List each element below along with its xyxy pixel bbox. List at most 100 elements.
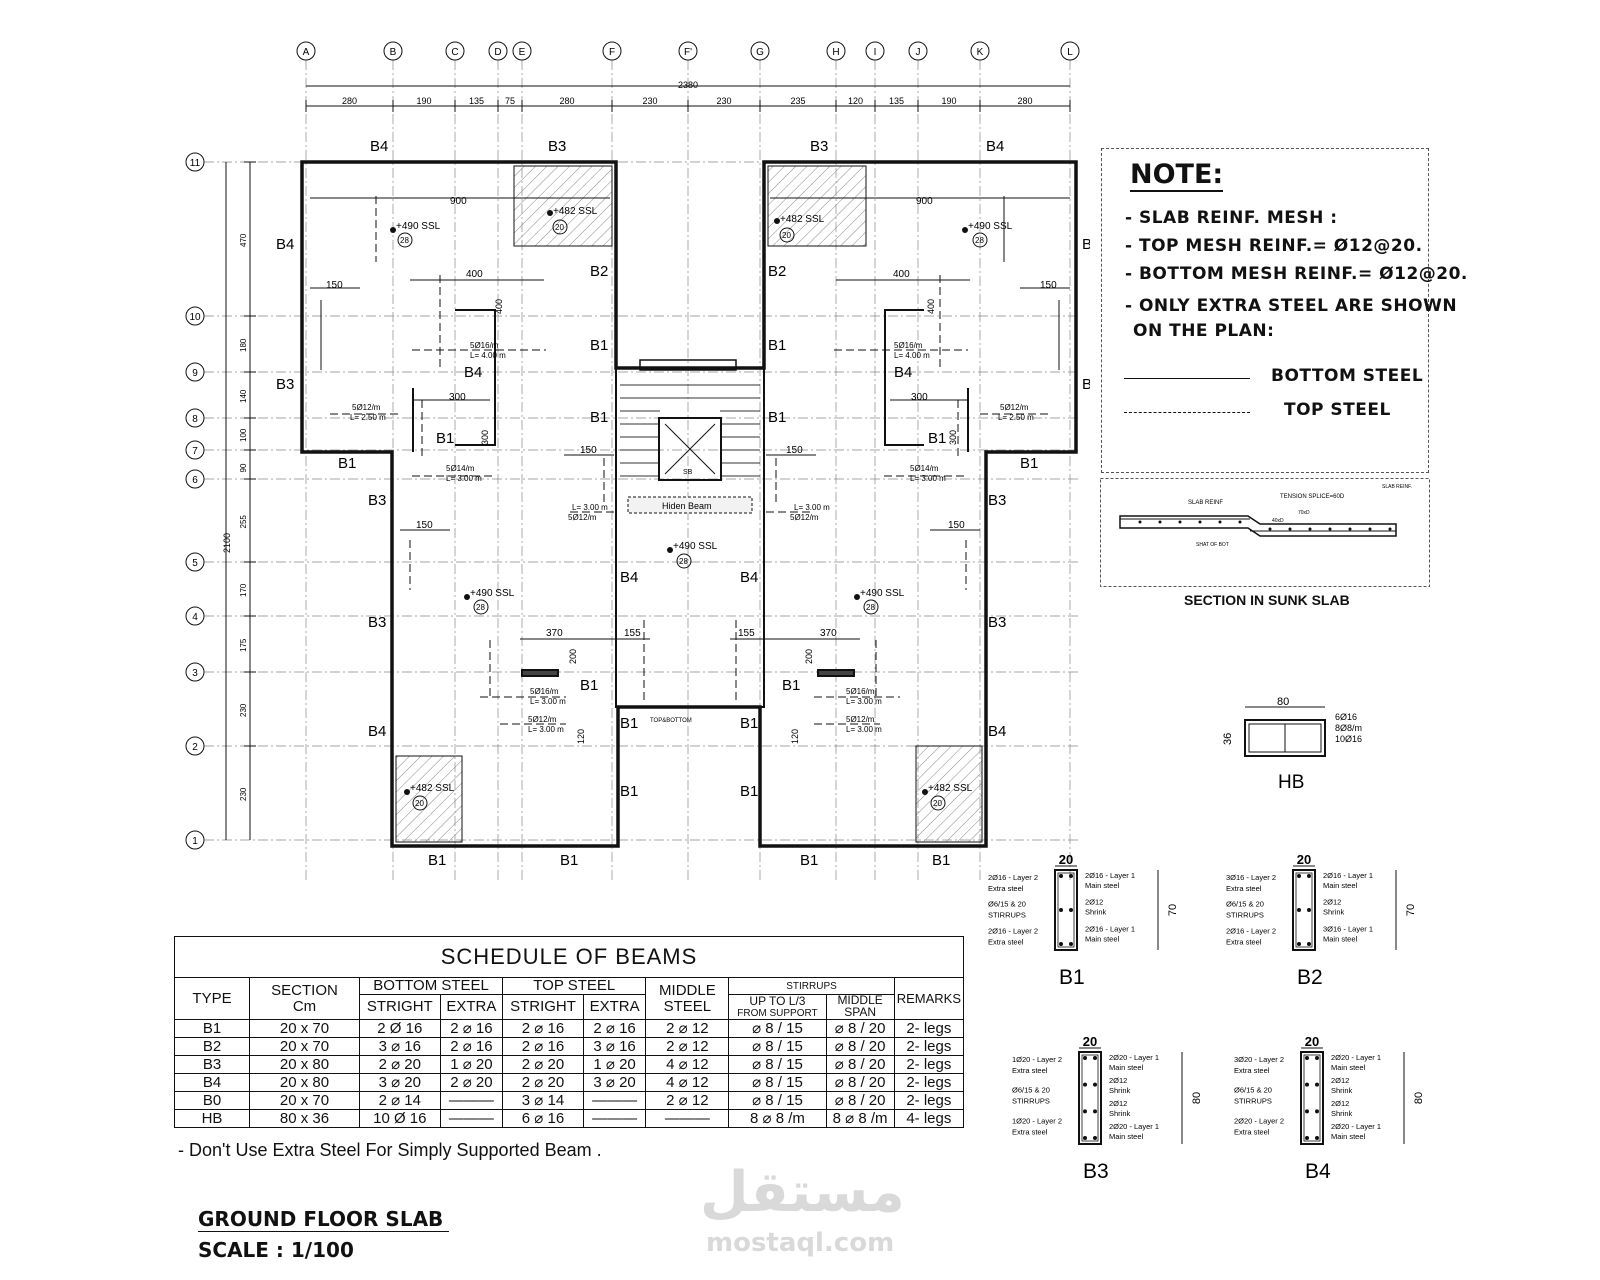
span-dimension: 280 — [1017, 96, 1032, 106]
svg-text:8Ø8/m: 8Ø8/m — [1335, 723, 1362, 733]
section-callout: 3Ø16 - Layer 1 — [1323, 924, 1373, 933]
table-cell: 2 ⌀ 20 — [502, 1055, 584, 1074]
svg-text:300: 300 — [911, 392, 928, 403]
svg-text:5: 5 — [192, 558, 198, 569]
note-box — [1101, 148, 1429, 473]
section-callout: 2Ø12 — [1331, 1099, 1349, 1108]
span-dimension: 190 — [416, 96, 431, 106]
svg-text:B3: B3 — [276, 376, 294, 393]
grid-bubble-row: 3 — [185, 662, 205, 682]
table-cell: B4 — [174, 1073, 250, 1092]
svg-text:155: 155 — [624, 628, 641, 639]
schedule-note: - Don't Use Extra Steel For Simply Suppo… — [178, 1140, 602, 1160]
section-callout: 2Ø20 - Layer 1 — [1109, 1122, 1159, 1131]
table-cell: ⌀ 8 / 15 — [728, 1091, 827, 1110]
section-callout: 2Ø20 - Layer 1 — [1331, 1053, 1381, 1062]
section-callout: 2Ø20 - Layer 1 — [1109, 1053, 1159, 1062]
svg-text:5Ø14/m: 5Ø14/m — [910, 464, 939, 473]
col-bottom-extra: EXTRA — [439, 994, 504, 1020]
section-callout: Main steel — [1323, 881, 1358, 890]
section-callout: Main steel — [1331, 1063, 1366, 1072]
svg-text:1: 1 — [192, 836, 198, 847]
span-dimension: 135 — [889, 96, 904, 106]
grid-bubble-row: 5 — [185, 552, 205, 572]
svg-text:400: 400 — [893, 269, 910, 280]
svg-text:400: 400 — [926, 299, 936, 314]
section-callout: Main steel — [1331, 1132, 1366, 1141]
svg-text:G: G — [756, 47, 764, 58]
section-callout: 2Ø20 - Layer 2 — [1234, 1116, 1284, 1125]
span-dimension: 280 — [342, 96, 357, 106]
table-cell: 3 ⌀ 20 — [582, 1073, 647, 1092]
grid-bubble-col: D — [488, 41, 508, 61]
section-width: 20 — [1083, 1034, 1097, 1049]
section-callout: Extra steel — [1012, 1066, 1048, 1075]
section-callout: Main steel — [1085, 934, 1120, 943]
svg-text:+482 SSL: +482 SSL — [553, 206, 598, 217]
svg-text:300: 300 — [449, 392, 466, 403]
section-depth: 80 — [1413, 1092, 1425, 1104]
svg-text:B2: B2 — [590, 263, 608, 280]
table-cell: 4- legs — [893, 1109, 965, 1128]
svg-text:B3: B3 — [368, 492, 386, 509]
svg-text:20: 20 — [933, 799, 942, 808]
grid-bubble-row: 8 — [185, 408, 205, 428]
table-cell: 2- legs — [893, 1091, 965, 1110]
table-cell: ⌀ 8 / 15 — [728, 1073, 827, 1092]
grid-bubble-row: 6 — [185, 469, 205, 489]
bottom-steel-legend-line — [1124, 378, 1250, 379]
splice-70d: 70xD — [1298, 510, 1310, 516]
sunk-slab-section: SLAB REINF TENSION SPLICE=60D SLAB REINF… — [1100, 478, 1430, 587]
table-cell: 2 ⌀ 12 — [645, 1019, 730, 1038]
section-callout: Extra steel — [988, 884, 1024, 893]
grid-bubble-col: F — [602, 41, 622, 61]
note-line: - TOP MESH REINF.= Ø12@20. — [1125, 236, 1423, 256]
svg-text:370: 370 — [820, 628, 837, 639]
elevator-shaft — [658, 417, 722, 481]
table-cell: ⌀ 8 / 15 — [728, 1055, 827, 1074]
table-cell: B3 — [174, 1055, 250, 1074]
table-cell: 3 ⌀ 16 — [359, 1037, 441, 1056]
hidden-beam-label: Hiden Beam — [662, 501, 712, 511]
svg-text:B2: B2 — [768, 263, 786, 280]
grid-bubble-col: C — [445, 41, 465, 61]
svg-text:B3: B3 — [368, 614, 386, 631]
svg-text:+490 SSL: +490 SSL — [470, 588, 515, 599]
tension-splice-label: TENSION SPLICE=60D — [1280, 494, 1345, 500]
svg-text:L= 2.50 m: L= 2.50 m — [998, 413, 1034, 422]
overall-width: 2380 — [678, 80, 698, 90]
svg-text:B4: B4 — [986, 138, 1004, 155]
svg-text:36: 36 — [1222, 733, 1234, 745]
section-callout: Main steel — [1085, 881, 1120, 890]
svg-text:370: 370 — [546, 628, 563, 639]
drawing-title: GROUND FLOOR SLAB — [198, 1207, 450, 1232]
section-callout: Ø6/15 & 20 — [988, 900, 1026, 909]
table-cell: ⌀ 8 / 20 — [825, 1073, 895, 1092]
svg-text:B1: B1 — [428, 852, 446, 869]
note-title: NOTE: — [1130, 159, 1224, 192]
span-dimension: 90 — [239, 463, 248, 472]
table-cell: 80 x 36 — [249, 1109, 360, 1128]
table-cell: 2 ⌀ 16 — [439, 1037, 504, 1056]
section-label: B4 — [1305, 1160, 1331, 1183]
svg-text:B1: B1 — [620, 783, 638, 800]
svg-text:F': F' — [684, 47, 692, 58]
svg-text:E: E — [519, 47, 526, 58]
section-callout: Ø6/15 & 20 — [1234, 1086, 1272, 1095]
shat-label: SHAT OF BOT — [1196, 542, 1229, 548]
grid-bubble-col: G — [750, 41, 770, 61]
span-dimension: 255 — [239, 515, 248, 529]
table-cell: 1 ⌀ 20 — [439, 1055, 504, 1074]
svg-text:L= 3.00 m: L= 3.00 m — [530, 697, 566, 706]
table-cell: 2 ⌀ 16 — [502, 1037, 584, 1056]
section-label: B1 — [1059, 966, 1085, 989]
svg-text:B4: B4 — [1082, 236, 1090, 253]
